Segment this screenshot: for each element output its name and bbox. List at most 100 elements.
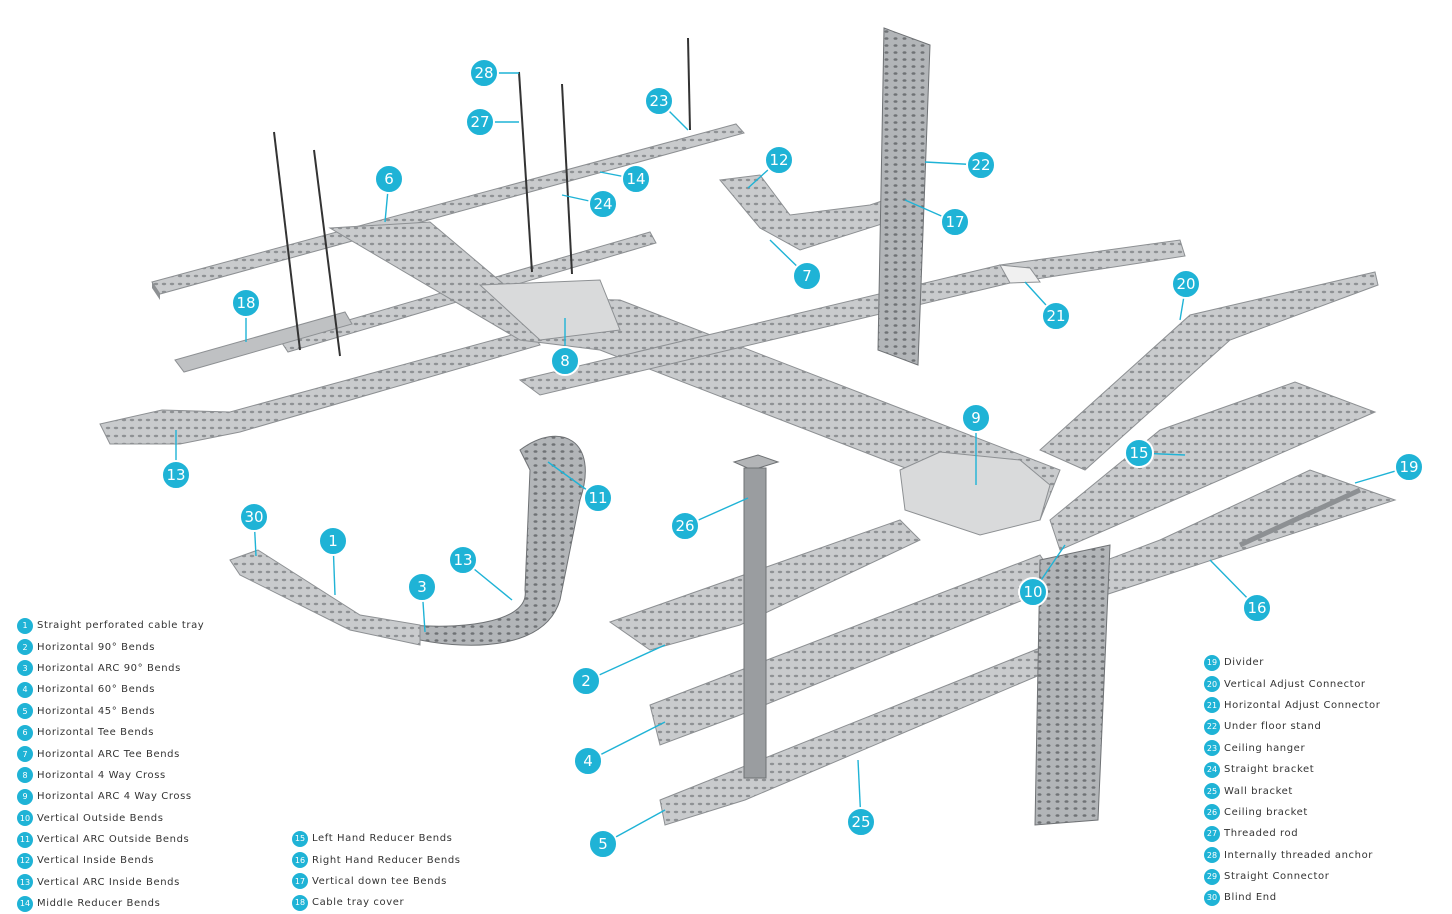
legend-label: Ceiling hanger — [1224, 742, 1306, 754]
legend-label: Horizontal Adjust Connector — [1224, 699, 1381, 711]
callout-number: 18 — [236, 294, 255, 312]
callout-9: 9 — [961, 403, 991, 485]
legend-label: Horizontal ARC Tee Bends — [37, 748, 180, 760]
legend-label: Horizontal 45° Bends — [37, 705, 156, 717]
callout-circle — [1041, 301, 1071, 331]
callout-21: 21 — [1024, 281, 1071, 331]
callout-circle — [469, 58, 499, 88]
legend-number-badge: 26 — [1204, 804, 1220, 821]
callout-number: 23 — [649, 92, 668, 110]
callout-24: 24 — [561, 189, 618, 219]
callout-number: 6 — [384, 170, 394, 188]
callout-circle — [573, 746, 603, 776]
callout-circle — [588, 829, 618, 859]
callout-number: 25 — [851, 813, 870, 831]
callout-11: 11 — [547, 461, 613, 513]
legend-item: 17 Vertical down tee Bends — [292, 871, 461, 892]
callout-4: 4 — [573, 721, 666, 776]
legend-item: 28 Internally threaded anchor — [1204, 845, 1380, 866]
callout-number: 24 — [593, 195, 612, 213]
callout-circle — [644, 86, 674, 116]
legend-label: Vertical Adjust Connector — [1224, 678, 1366, 690]
legend-label: Horizontal ARC 4 Way Cross — [37, 791, 192, 803]
legend-number-badge: 17 — [292, 873, 308, 890]
callout-number: 2 — [581, 672, 591, 690]
legend-label: Vertical Outside Bends — [37, 812, 164, 824]
callout-circle — [588, 189, 618, 219]
legend-item: 7 Horizontal ARC Tee Bends — [17, 743, 204, 764]
legend-number-badge: 14 — [17, 895, 33, 912]
callout-number: 10 — [1023, 583, 1042, 601]
cable-tray-cover — [174, 311, 353, 373]
callout-16: 16 — [1209, 559, 1272, 623]
legend-item: 10 Vertical Outside Bends — [17, 808, 204, 829]
callout-2: 2 — [571, 644, 666, 696]
rising-tray — [1039, 271, 1379, 471]
legend-label: Left Hand Reducer Bends — [312, 833, 453, 845]
callout-number: 14 — [626, 170, 645, 188]
legend-label: Vertical down tee Bends — [312, 875, 447, 887]
callout-number: 19 — [1399, 458, 1418, 476]
upper-left-tray — [151, 123, 745, 300]
callout-14: 14 — [599, 164, 651, 194]
legend-number-badge: 23 — [1204, 740, 1220, 757]
callout-number: 27 — [470, 113, 489, 131]
legend-number-badge: 29 — [1204, 868, 1220, 885]
callout-30: 30 — [239, 502, 269, 557]
legend-number-badge: 30 — [1204, 889, 1220, 906]
callout-circle — [239, 502, 269, 532]
legend-label: Horizontal 60° Bends — [37, 684, 156, 696]
legend-number-badge: 8 — [17, 767, 33, 784]
legend-label: Vertical ARC Inside Bends — [37, 876, 180, 888]
callout-number: 16 — [1247, 599, 1266, 617]
callout-circle — [846, 807, 876, 837]
legend-label: Straight Connector — [1224, 871, 1330, 883]
legend-label: Internally threaded anchor — [1224, 849, 1374, 861]
callout-number: 12 — [769, 151, 788, 169]
callout-6: 6 — [374, 164, 404, 223]
legend-number-badge: 18 — [292, 894, 308, 911]
legend-number-badge: 28 — [1204, 847, 1220, 864]
callout-22: 22 — [924, 150, 996, 180]
callout-number: 26 — [675, 517, 694, 535]
legend-label: Horizontal Tee Bends — [37, 727, 155, 739]
callout-15: 15 — [1124, 438, 1186, 468]
callout-18: 18 — [231, 288, 261, 342]
callout-circle — [961, 403, 991, 433]
legend-number-badge: 7 — [17, 746, 33, 763]
callout-13: 13 — [161, 430, 191, 490]
legend-label: Straight bracket — [1224, 764, 1315, 776]
callout-circle — [670, 511, 700, 541]
callout-circle — [1124, 438, 1154, 468]
legend-number-badge: 10 — [17, 810, 33, 827]
callout-number: 28 — [474, 64, 493, 82]
legend-number-badge: 21 — [1204, 697, 1220, 714]
callout-number: 8 — [560, 352, 570, 370]
callout-circle — [764, 145, 794, 175]
callout-13: 13 — [448, 545, 513, 601]
callout-1: 1 — [318, 526, 348, 596]
callout-circle — [407, 572, 437, 602]
callout-number: 4 — [583, 752, 593, 770]
callout-17: 17 — [904, 199, 970, 237]
legend-item: 23 Ceiling hanger — [1204, 738, 1380, 759]
ceiling-bracket-post — [732, 454, 780, 779]
callout-circle — [1394, 452, 1424, 482]
